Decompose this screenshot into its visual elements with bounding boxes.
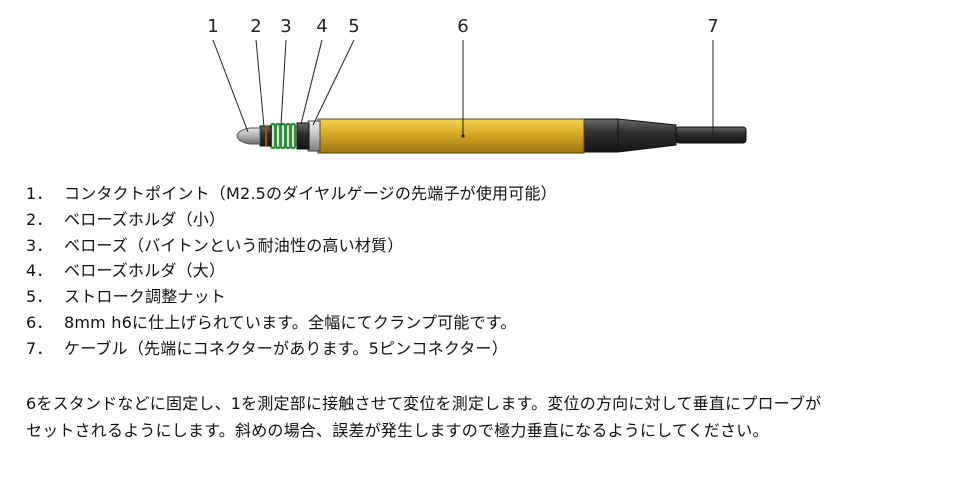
leader-4 bbox=[300, 39, 323, 125]
part-number: 3． bbox=[26, 235, 53, 255]
callout-2: 2 bbox=[250, 16, 261, 37]
usage-note: 6をスタンドなどに固定し、1を測定部に接触させて変位を測定します。変位の方向に対… bbox=[26, 390, 936, 444]
parts-list: 1． コンタクトポイント（M2.5のダイヤルゲージの先端子が使用可能） 2． ベロー… bbox=[26, 181, 557, 362]
adjust-nut bbox=[307, 120, 321, 152]
parts-list-item: 3． ベローズ（バイトンという耐油性の高い材質） bbox=[26, 233, 557, 259]
part-description: ケーブル（先端にコネクターがあります。5ピンコネクター） bbox=[64, 338, 508, 358]
callout-6: 6 bbox=[457, 16, 468, 37]
part-number: 6． bbox=[26, 312, 53, 332]
part-number: 2． bbox=[26, 209, 53, 229]
holder-large bbox=[296, 122, 310, 150]
parts-list-item: 5． ストローク調整ナット bbox=[26, 284, 557, 310]
part-description: ストローク調整ナット bbox=[64, 287, 227, 307]
parts-list-item: 1． コンタクトポイント（M2.5のダイヤルゲージの先端子が使用可能） bbox=[26, 181, 557, 207]
contact-point bbox=[236, 127, 261, 145]
usage-note-line-2: セットされるようにします。斜めの場合、誤差が発生しますので極力垂直になるようにし… bbox=[26, 421, 769, 440]
holder-small-ring bbox=[265, 126, 267, 146]
callout-3: 3 bbox=[280, 16, 291, 37]
part-description: ベローズホルダ（小） bbox=[64, 209, 226, 229]
bellows bbox=[269, 122, 297, 150]
leader-6-dot bbox=[461, 134, 465, 138]
parts-list-item: 6． 8mm h6に仕上げられています。全幅にてクランプ可能です。 bbox=[26, 310, 557, 336]
strain-relief bbox=[581, 118, 677, 153]
parts-list-item: 2． ベローズホルダ（小） bbox=[26, 207, 557, 233]
part-number: 4． bbox=[26, 261, 53, 281]
part-number: 7． bbox=[26, 338, 53, 358]
main-body bbox=[317, 118, 585, 154]
leader-2 bbox=[255, 39, 265, 128]
parts-list-item: 4． ベローズホルダ（大） bbox=[26, 258, 557, 284]
callout-7: 7 bbox=[707, 16, 718, 37]
part-description: 8mm h6に仕上げられています。全幅にてクランプ可能です。 bbox=[64, 312, 517, 332]
part-description: ベローズホルダ（大） bbox=[64, 261, 226, 281]
cable bbox=[675, 126, 747, 144]
leader-3 bbox=[280, 39, 287, 126]
leader-5 bbox=[312, 39, 355, 126]
leader-7-dot bbox=[711, 133, 715, 137]
leader-1 bbox=[212, 39, 249, 133]
part-description: ベローズ（バイトンという耐油性の高い材質） bbox=[64, 235, 404, 255]
probe-diagram: 1 2 3 4 5 6 7 bbox=[207, 16, 747, 154]
callout-1: 1 bbox=[207, 16, 218, 37]
part-number: 1． bbox=[26, 184, 53, 203]
part-number: 5． bbox=[26, 287, 53, 307]
callout-5: 5 bbox=[348, 16, 359, 37]
part-description: コンタクトポイント（M2.5のダイヤルゲージの先端子が使用可能） bbox=[64, 184, 557, 203]
callout-4: 4 bbox=[316, 16, 327, 37]
usage-note-line-1: 6をスタンドなどに固定し、1を測定部に接触させて変位を測定します。変位の方向に対… bbox=[26, 394, 822, 413]
parts-list-item: 7． ケーブル（先端にコネクターがあります。5ピンコネクター） bbox=[26, 336, 557, 362]
